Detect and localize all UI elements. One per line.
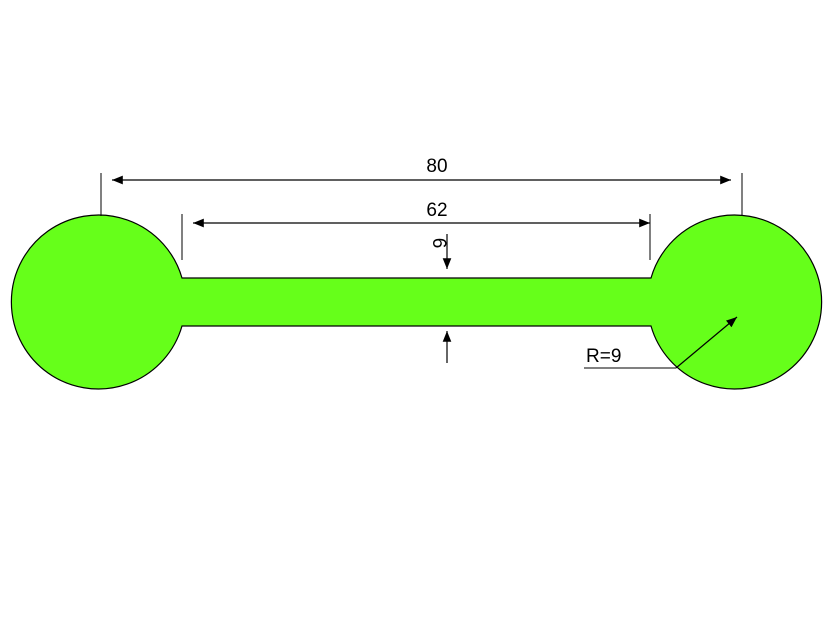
bar-width-label: 6 <box>428 238 449 249</box>
radius-leader-arrow <box>675 316 738 369</box>
radius-label: R=9 <box>586 346 621 367</box>
overall-length-label: 80 <box>426 156 447 177</box>
dumbbell-shape <box>10 214 823 390</box>
bar-length-label: 62 <box>426 200 447 221</box>
